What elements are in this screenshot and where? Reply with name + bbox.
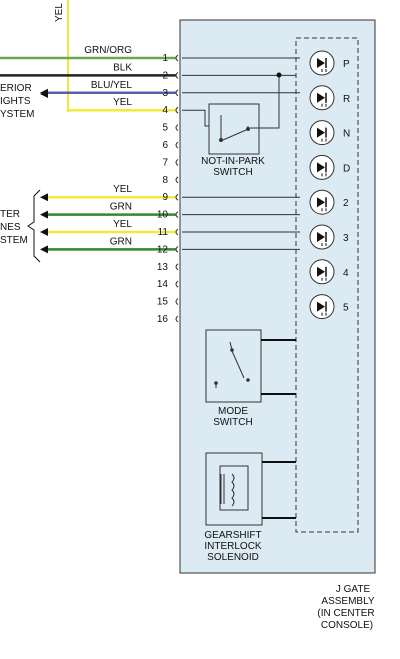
pin-number: 2 [162, 70, 168, 81]
pin-number: 8 [162, 175, 168, 186]
gear-label: 2 [343, 198, 349, 209]
nip-switch-label-1: NOT-IN-PARK [201, 156, 265, 167]
assembly-label-2: ASSEMBLY [321, 596, 374, 607]
nip-switch-label-2: SWITCH [213, 167, 252, 178]
lights-label-3: YSTEM [0, 109, 34, 120]
wire-label: GRN/ORG [84, 45, 132, 56]
gear-label: 5 [343, 303, 349, 314]
diode-symbol [317, 162, 325, 173]
pin-socket [175, 141, 179, 149]
assembly-label-3: (IN CENTER [317, 608, 374, 619]
center-label-1: TER [0, 209, 20, 220]
wire-label: GRN [110, 236, 132, 247]
gear-label: 4 [343, 268, 349, 279]
pin-socket [175, 228, 179, 236]
solenoid-label-1: GEARSHIFT [204, 530, 261, 541]
solenoid-label-2: INTERLOCK [204, 541, 262, 552]
gear-label: N [343, 129, 350, 140]
pin-socket [175, 211, 179, 218]
gear-label: P [343, 59, 350, 70]
pin-number: 7 [162, 157, 168, 168]
center-label-2: NES [0, 222, 21, 233]
lights-label-2: IGHTS [0, 96, 31, 107]
led-indicator-module [295, 37, 359, 533]
mode-switch [205, 329, 296, 403]
diode-symbol [317, 127, 325, 138]
gear-label: 3 [343, 233, 349, 244]
pin-number: 15 [157, 297, 169, 308]
wire-label: YEL [113, 97, 132, 108]
wire-arrow [40, 228, 48, 236]
pin-number: 6 [162, 140, 168, 151]
gear-label: D [343, 163, 350, 174]
wire-arrow [40, 210, 48, 219]
pin-socket [175, 298, 179, 305]
pin-socket [175, 54, 179, 62]
pin-number: 11 [158, 227, 169, 238]
assembly-label-4: CONSOLE) [321, 620, 373, 631]
pin-number: 1 [162, 53, 168, 64]
pin-number: 4 [162, 105, 168, 116]
wire-label: GRN [110, 202, 132, 213]
pin-socket [175, 106, 179, 114]
pin-number: 14 [157, 279, 169, 290]
center-bracket [27, 189, 41, 263]
diode-symbol [317, 58, 325, 68]
lights-arrow [40, 90, 48, 98]
pin-socket [175, 72, 179, 79]
pin-number: 10 [157, 210, 169, 221]
pin-number: 9 [162, 192, 168, 203]
diode-symbol [317, 92, 325, 103]
not-in-park-switch [208, 72, 282, 155]
mode-switch-label-1: MODE [218, 406, 248, 417]
pin-number: 16 [157, 314, 169, 325]
center-label-3: STEM [0, 235, 28, 246]
assembly-label-1: J GATE [336, 584, 371, 595]
pin-socket [175, 124, 179, 131]
pin-number: 3 [162, 88, 168, 99]
gear-label: R [343, 94, 350, 105]
pin-socket [175, 159, 179, 166]
pin-socket [175, 89, 179, 97]
wire-arrow [40, 193, 48, 202]
wire-label: YEL [113, 219, 132, 230]
diode-symbol [317, 301, 325, 312]
pin-socket [175, 246, 179, 253]
pin-socket [175, 193, 179, 201]
diode-symbol [317, 232, 325, 242]
pin-number: 12 [157, 244, 169, 255]
top-wire-label: YEL [54, 3, 65, 22]
pin-socket [175, 315, 179, 323]
solenoid-label-3: SOLENOID [207, 552, 259, 563]
pin-socket [175, 176, 179, 184]
lights-label-1: ERIOR [0, 83, 32, 94]
pin-number: 13 [157, 262, 169, 273]
wire-arrow [40, 245, 48, 254]
pin-number: 5 [162, 123, 168, 134]
diode-symbol [317, 197, 325, 208]
wire-label: BLU/YEL [91, 80, 133, 91]
gearshift-interlock-solenoid [205, 452, 296, 526]
wire-label: YEL [113, 184, 132, 195]
pin-socket [175, 280, 179, 288]
wire-label: BLK [113, 62, 132, 73]
mode-switch-label-2: SWITCH [213, 417, 252, 428]
pin-socket [175, 263, 179, 271]
diode-symbol [317, 266, 325, 277]
